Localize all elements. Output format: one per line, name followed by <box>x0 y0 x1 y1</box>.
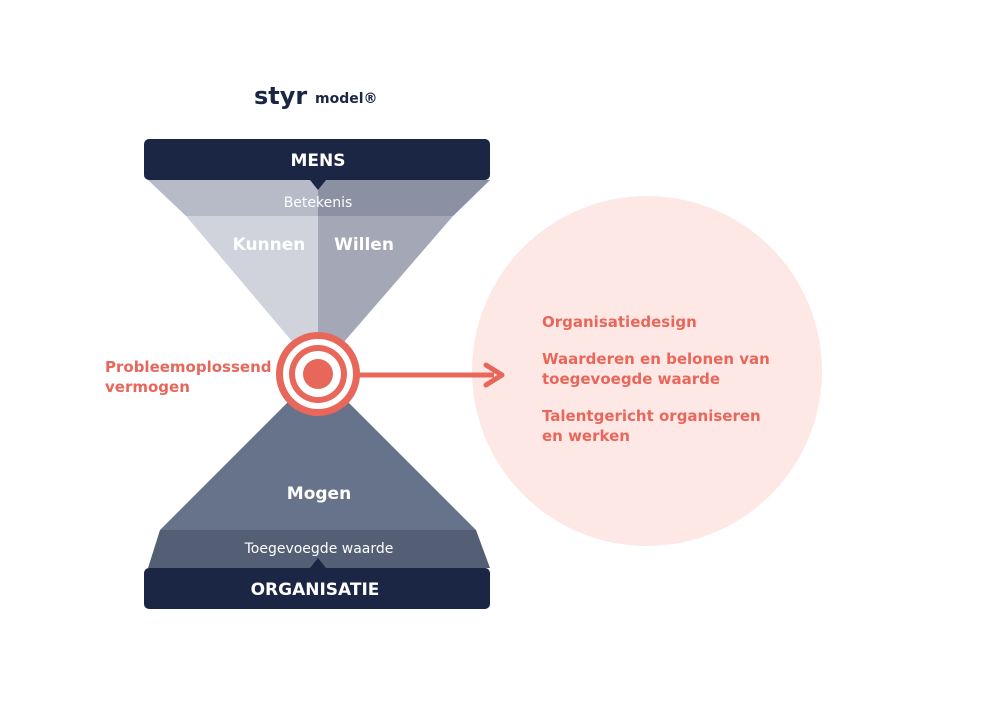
top-bar-rect <box>144 139 490 180</box>
lower-band <box>148 530 490 568</box>
kunnen-label: Kunnen <box>233 235 306 255</box>
circle-item-1: Organisatiedesign <box>542 313 697 331</box>
bottom-bar-pointer <box>310 558 326 568</box>
target-icon <box>276 332 360 416</box>
arrow-right-icon <box>356 362 505 388</box>
circle-item-3-line2: en werken <box>542 427 630 445</box>
lower-band-label: Toegevoegde waarde <box>244 541 394 557</box>
willen-label: Willen <box>334 235 394 255</box>
top-bar: MENS <box>144 139 490 190</box>
center-label-line2: vermogen <box>105 378 190 396</box>
upper-band-right <box>318 180 490 216</box>
center-label-line1: Probleemoplossend <box>105 358 272 376</box>
mogen-section <box>160 372 476 530</box>
bottom-bar-label: ORGANISATIE <box>251 580 380 600</box>
top-bar-pointer <box>310 180 326 190</box>
lower-funnel <box>148 372 490 568</box>
bottom-bar-rect <box>144 568 490 609</box>
upper-funnel <box>148 180 490 372</box>
upper-band-label: Betekenis <box>284 195 353 211</box>
kunnen-section <box>186 216 318 372</box>
logo-brand: styr <box>254 82 307 110</box>
circle-item-2-line2: toegevoegde waarde <box>542 370 720 388</box>
logo-suffix: model® <box>315 91 378 107</box>
circle-item-3-line1: Talentgericht organiseren <box>542 407 761 425</box>
styr-logo: styr model® <box>254 82 378 110</box>
mogen-label: Mogen <box>287 484 351 504</box>
circle-item-2-line1: Waarderen en belonen van <box>542 350 770 368</box>
top-bar-label: MENS <box>290 151 345 171</box>
pink-circle <box>472 196 822 546</box>
circle-items: Organisatiedesign Waarderen en belonen v… <box>542 313 770 445</box>
willen-section <box>318 216 453 372</box>
bottom-bar: ORGANISATIE <box>144 558 490 609</box>
